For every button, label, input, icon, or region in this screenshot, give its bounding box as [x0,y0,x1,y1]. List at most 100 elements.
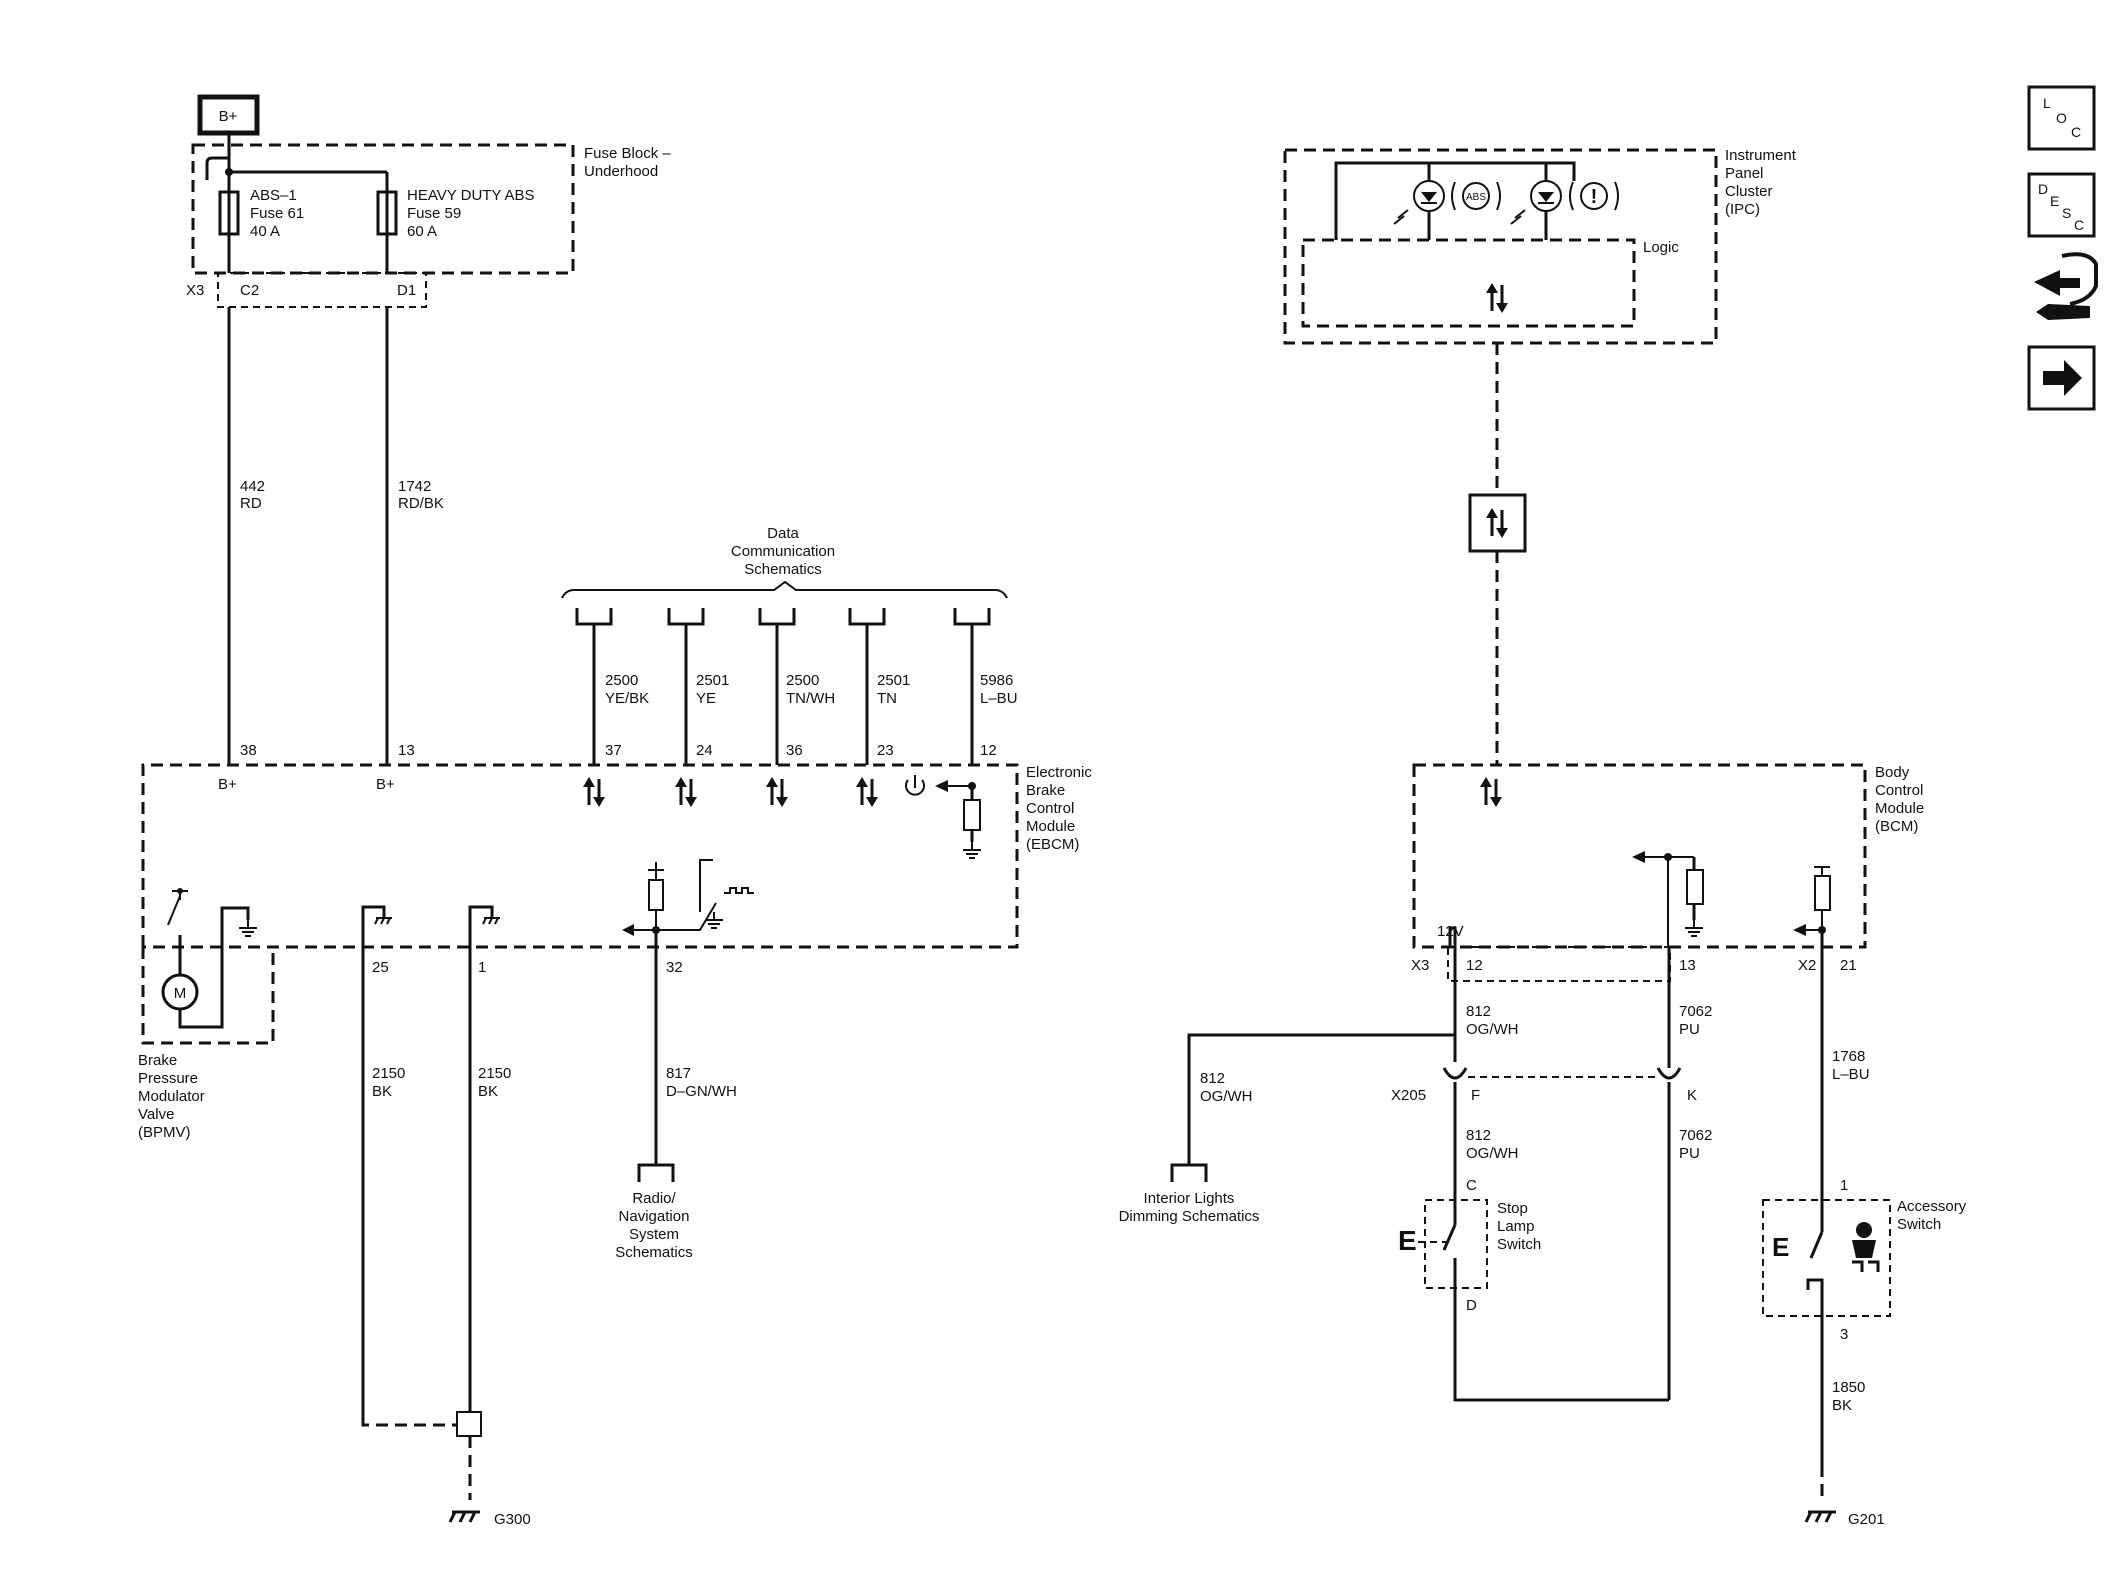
ground-g201-label: G201 [1848,1511,1885,1528]
accessory-actuator-glyph: E [1772,1232,1789,1262]
desc-letter-e: E [2050,193,2059,209]
can-arrows-24 [673,775,699,809]
radio-title-4: Schematics [615,1244,693,1261]
ipc-title-2: Panel [1725,165,1763,182]
stop-lamp-switch: C Stop Lamp Switch E D [1398,1177,1541,1314]
ebcm-pin-37: 37 [605,742,622,759]
wire-5986-number: 5986 [980,672,1013,689]
accessory-switch: 1 Accessory Switch E 3 [1762,1177,1967,1343]
stop-lamp-title-1: Stop [1497,1200,1528,1217]
wire-817-color: D–GN/WH [666,1083,737,1100]
interior-title-2: Dimming Schematics [1119,1208,1260,1225]
ground-g201-symbol [1804,1510,1838,1524]
wire-5986-color: L–BU [980,690,1018,707]
wire-2150b-number: 2150 [478,1065,511,1082]
wire-2500b-number: 2500 [786,672,819,689]
seat-occupant-icon [1852,1222,1880,1272]
ebcm-pin-12: 12 [980,742,997,759]
x205-pin-f: F [1471,1087,1480,1104]
wire-812a-color: OG/WH [1466,1021,1519,1038]
bcm-title-3: Module [1875,800,1924,817]
ground-g300-symbol [448,1510,482,1524]
wire-812a-number: 812 [1466,1003,1491,1020]
ipc-title-3: Cluster [1725,183,1773,200]
motor-label: M [174,985,187,1002]
ipc-logic-label: Logic [1643,239,1679,256]
desc-letter-d: D [2038,181,2048,197]
stop-lamp-title-3: Switch [1497,1236,1541,1253]
radio-navigation-schematics: Radio/ Navigation System Schematics [615,1190,693,1261]
instrument-panel-cluster: Instrument Panel Cluster (IPC) Logic ABS [1283,147,1797,345]
wire-1850-color: BK [1832,1397,1852,1414]
fuse-pin-c2: C2 [240,282,259,299]
x205-label: X205 [1391,1087,1426,1104]
battery-positive-label: B+ [197,94,260,136]
wire-2150a-color: BK [372,1083,392,1100]
wire-1742-number: 1742 [398,478,431,495]
wire-2150a-number: 2150 [372,1065,405,1082]
abs-warning-icon: ABS [1451,181,1501,211]
bpmv-title-5: (BPMV) [138,1124,191,1141]
can-arrows-36 [764,775,790,809]
fuse-block-title-2: Underhood [584,163,658,180]
loc-letter-c: C [2071,124,2081,140]
serial-data-link [1468,493,1527,553]
ebcm-pin-24: 24 [696,742,713,759]
brake-pressure-modulator-valve: M Brake Pressure Modulator Valve (BPMV) [138,888,275,1141]
splice-pack [456,1411,482,1437]
stop-lamp-pin-c: C [1466,1177,1477,1194]
bcm-title-4: (BCM) [1875,818,1918,835]
wire-2500a-color: YE/BK [605,690,649,707]
radio-title-2: Navigation [619,1208,690,1225]
interior-lights-dimming-schematics: Interior Lights Dimming Schematics [1119,1190,1260,1225]
stop-lamp-pin-d: D [1466,1297,1477,1314]
ipc-title-1: Instrument [1725,147,1797,164]
next-arrow-button[interactable] [2027,345,2096,411]
ebcm-pin-1: 1 [478,959,486,976]
data-communication-schematics: Data Communication Schematics [561,525,1008,626]
bcm-title-1: Body [1875,764,1910,781]
ebcm-title-4: Module [1026,818,1075,835]
bcm-connector-x2: X2 [1798,957,1816,974]
ebcm-pin-13: 13 [398,742,415,759]
wire-2500b-color: TN/WH [786,690,835,707]
fuse2-rating: 60 A [407,223,437,240]
x205-pin-k: K [1687,1087,1697,1104]
fuse-block-underhood: Fuse Block – Underhood ABS–1 Fuse 61 40 … [186,143,671,308]
wire-1768-number: 1768 [1832,1048,1865,1065]
arrow-right-icon [2043,360,2082,396]
ebcm-pin-32: 32 [666,959,683,976]
bplus-text: B+ [219,108,238,125]
ebcm-pin-25: 25 [372,959,389,976]
connector-end-view-icon[interactable] [2034,252,2098,320]
wire-2500a-number: 2500 [605,672,638,689]
ebcm-pin-23: 23 [877,742,894,759]
datacomm-title-3: Schematics [744,561,822,578]
power-mode-icon [905,775,925,796]
ebcm-title-2: Brake [1026,782,1065,799]
wire-812c-color: OG/WH [1466,1145,1519,1162]
wire-442-number: 442 [240,478,265,495]
radio-title-1: Radio/ [632,1190,676,1207]
bpmv-title-3: Modulator [138,1088,205,1105]
bpmv-title-4: Valve [138,1106,174,1123]
fuse-block-title-1: Fuse Block – [584,145,671,162]
ebcm-title-1: Electronic [1026,764,1092,781]
location-button[interactable]: L O C [2027,85,2096,151]
wire-2150b-color: BK [478,1083,498,1100]
fuse2-name: HEAVY DUTY ABS [407,187,535,204]
bcm-data-arrows [1478,775,1504,809]
bcm-connector-x3: X3 [1411,957,1429,974]
stop-lamp-actuator-glyph: E [1398,1225,1417,1256]
loc-letter-l: L [2043,95,2051,111]
desc-letter-c: C [2074,217,2084,233]
ebcm-module: Electronic Brake Control Module (EBCM) 3… [141,742,1092,949]
stop-lamp-title-2: Lamp [1497,1218,1535,1235]
description-button[interactable]: D E S C [2027,172,2096,238]
brake-icon-text: ! [1591,186,1598,208]
inline-connector-x205: X205 F K [1391,1067,1697,1104]
wire-1768-color: L–BU [1832,1066,1870,1083]
interior-title-1: Interior Lights [1144,1190,1235,1207]
accessory-pin-3: 3 [1840,1326,1848,1343]
loc-letter-o: O [2056,110,2067,126]
